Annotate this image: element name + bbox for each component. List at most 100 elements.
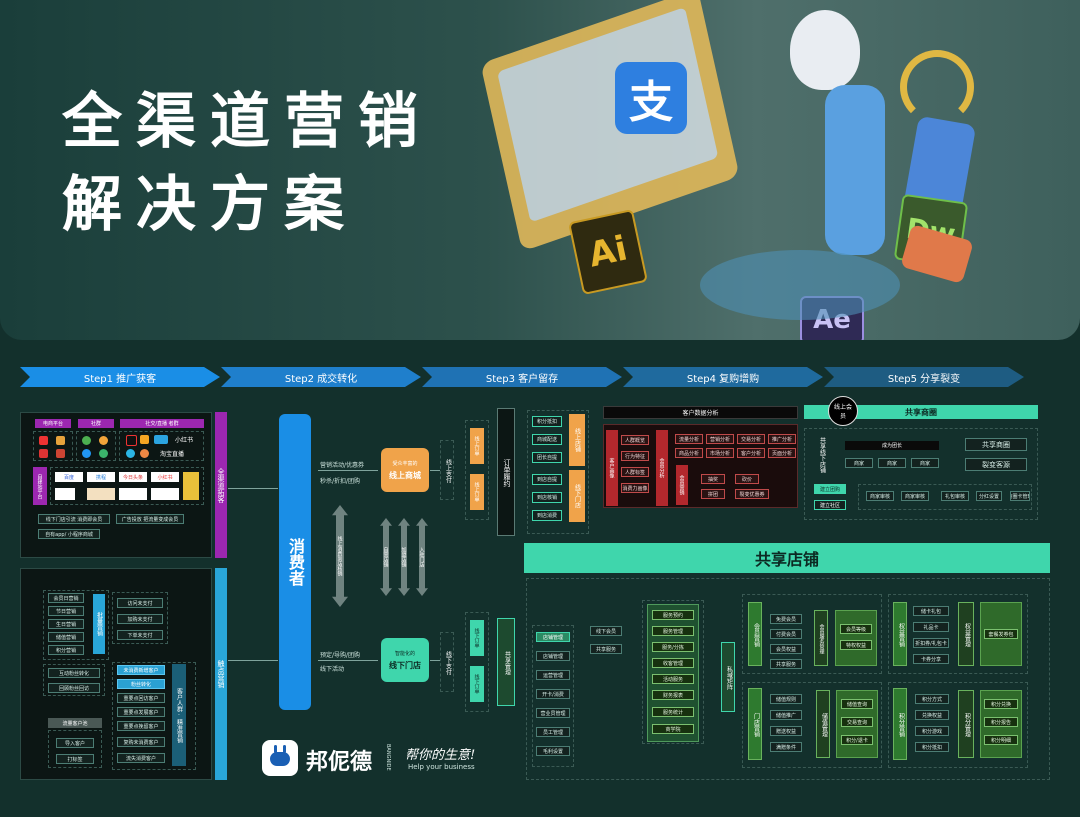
consumer-top-label-1: 秒杀/折扣/团购 bbox=[320, 478, 361, 485]
share-right-1: 裂变客源 bbox=[965, 458, 1027, 471]
service-6: 服务统计 bbox=[652, 707, 694, 717]
misc-logo-1 bbox=[55, 488, 75, 500]
store-left-0: 店铺管理 bbox=[536, 632, 570, 642]
mascot-illustration bbox=[790, 10, 860, 90]
customer-box bbox=[112, 662, 196, 770]
share-header: 共享商圈 bbox=[804, 405, 1038, 419]
share-store-vert: 共享线下店铺 bbox=[818, 437, 826, 473]
touch-left-4: 积分营销 bbox=[48, 645, 84, 655]
hero-title-line2: 解决方案 bbox=[62, 170, 358, 240]
member-right-box bbox=[835, 610, 877, 666]
online-to-store-flow: 线上消费到店核销 bbox=[332, 505, 348, 607]
batch-marketing-box bbox=[43, 590, 109, 660]
ctrip-logo: 携程 bbox=[87, 472, 115, 482]
stored-right-1: 交易查询 bbox=[841, 717, 873, 727]
step-1: Step1 推广获客 bbox=[20, 367, 220, 387]
group-community: 建立社区 bbox=[814, 500, 846, 510]
group-build: 建立团购 bbox=[814, 484, 846, 494]
online-mall-label: 线上商城 bbox=[389, 470, 421, 480]
store-to-pay-arrow bbox=[430, 660, 440, 661]
settled-store-flow: 入驻门店 bbox=[416, 518, 428, 596]
offline-order-box bbox=[465, 612, 489, 712]
owner-0: 商家 bbox=[845, 458, 873, 468]
self-build-label: 自建站平台 bbox=[33, 467, 47, 505]
youku-icon bbox=[126, 449, 135, 458]
member-right-1: 特权权益 bbox=[840, 640, 872, 650]
online-member-badge: 线上会员 bbox=[828, 396, 858, 426]
misc-logo-4 bbox=[151, 488, 179, 500]
vip-icon bbox=[56, 449, 65, 458]
offline-store-tag: 智能化的 bbox=[394, 650, 415, 657]
tag-pool-box bbox=[48, 730, 102, 768]
channels-header-social: 社群 bbox=[78, 419, 114, 428]
pedestal-illustration bbox=[700, 250, 900, 320]
grid-3: 推广分析 bbox=[768, 434, 796, 444]
service-7: 商学院 bbox=[652, 724, 694, 734]
misc-logo-3 bbox=[119, 488, 147, 500]
analysis-header: 客户数据分析 bbox=[603, 406, 798, 419]
qq-icon bbox=[82, 449, 91, 458]
consumer-top-label-0: 营销活动/优惠券 bbox=[320, 462, 365, 469]
touch-left-2: 生日营销 bbox=[48, 619, 84, 629]
service-2: 服务/分拣 bbox=[652, 642, 694, 652]
service-5: 财务报表 bbox=[652, 690, 694, 700]
taobao-live-label: 淘宝直播 bbox=[160, 451, 185, 458]
portrait-chip-3: 消费力画像 bbox=[621, 483, 649, 493]
points-right-2: 积分明细 bbox=[984, 735, 1018, 745]
social-logo-box bbox=[76, 431, 116, 461]
store-left-5: 员工管理 bbox=[536, 727, 570, 737]
xiaohongshu-label: 小红书 bbox=[175, 437, 194, 444]
touch-mid-1: 回顾粉丝回访 bbox=[48, 683, 100, 693]
grid-1: 营销分析 bbox=[706, 434, 734, 444]
member-block bbox=[742, 594, 882, 674]
grid-7: 页面分析 bbox=[768, 448, 796, 458]
service-0: 服务预约 bbox=[652, 610, 694, 620]
grid-6: 客户分析 bbox=[737, 448, 765, 458]
brand-side-text: BANGNIDE bbox=[385, 744, 391, 771]
points-block bbox=[888, 682, 1028, 768]
equity-chip-0: 储卡礼包 bbox=[913, 606, 949, 616]
brand-name: 邦伲德 bbox=[306, 750, 373, 775]
portrait-vert: 客户画像 bbox=[606, 430, 618, 506]
fulfill-1: 商城配送 bbox=[532, 434, 562, 445]
member-chip-1: 付费会员 bbox=[770, 629, 802, 639]
grid-4: 商品分析 bbox=[675, 448, 703, 458]
share-flow-2: 礼包审核 bbox=[941, 491, 969, 501]
share-flow-1: 商家审核 bbox=[901, 491, 929, 501]
franchise-store-flow: 加盟店铺 bbox=[398, 518, 410, 596]
become-leader-header: 成为团长 bbox=[845, 441, 939, 450]
store-mgmt-vert: 共享管理 bbox=[497, 618, 515, 706]
fulfillment-list bbox=[527, 410, 589, 534]
consumer-box: 消费者 bbox=[279, 414, 311, 710]
fulfill-3: 到店自提 bbox=[532, 474, 562, 485]
douyin-icon bbox=[126, 435, 137, 446]
store-left-2: 运营管理 bbox=[536, 670, 570, 680]
online-mall-box: 受众丰富的 线上商城 bbox=[381, 448, 429, 492]
kuaishou2-icon bbox=[140, 449, 149, 458]
weibo-icon bbox=[99, 436, 108, 445]
fulfill-2: 团长自提 bbox=[532, 452, 562, 463]
portrait-chip-1: 行为特征 bbox=[621, 451, 649, 461]
storemkt-chip-2: 赠送权益 bbox=[770, 726, 802, 736]
channels-header-ecommerce: 电商平台 bbox=[35, 419, 71, 428]
stored-mgmt-vert: 储值管理 bbox=[816, 690, 830, 758]
owner-2: 商家 bbox=[911, 458, 939, 468]
promo-2: 拼团 bbox=[701, 489, 725, 499]
shared-store-title: 共享店铺 bbox=[524, 543, 1050, 573]
tag-import[interactable]: 导入客户 bbox=[56, 738, 94, 748]
brand-tagline: Help your business bbox=[408, 763, 475, 771]
points-chip-0: 积分方式 bbox=[915, 694, 949, 704]
baidu-logo: 百度 bbox=[55, 472, 83, 482]
member-vert: 会员营销 bbox=[748, 602, 762, 666]
share-right-0: 共享商圈 bbox=[965, 438, 1027, 451]
service-box bbox=[642, 600, 704, 744]
live-logo-box: 小红书 淘宝直播 bbox=[119, 431, 204, 461]
touch-right-2: 下单未支付 bbox=[117, 630, 163, 640]
promo-0: 抽奖 bbox=[701, 474, 725, 484]
member-chip-0: 免费会员 bbox=[770, 614, 802, 624]
fulfill-5: 到店消费 bbox=[532, 510, 562, 521]
owner-1: 商家 bbox=[878, 458, 906, 468]
tag-label[interactable]: 打标签 bbox=[56, 754, 94, 764]
equity-chip-3: 卡券分享 bbox=[913, 654, 949, 664]
pinduoduo-icon bbox=[39, 449, 48, 458]
